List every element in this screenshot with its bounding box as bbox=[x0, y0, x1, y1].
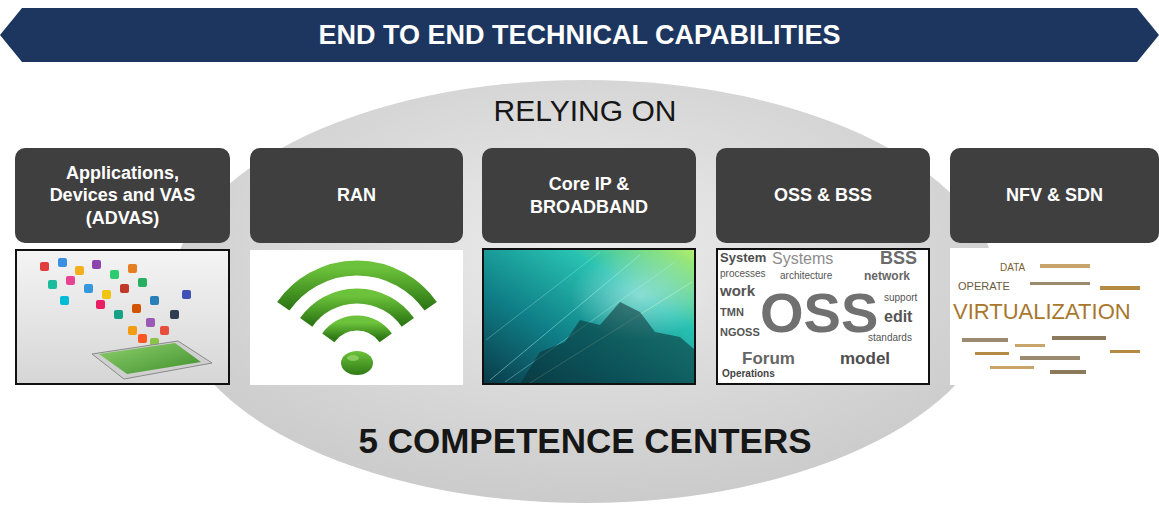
title-band: END TO END TECHNICAL CAPABILITIES bbox=[0, 8, 1159, 62]
center-name: NFV & SDN bbox=[1006, 184, 1103, 207]
word-cloud-word: architecture bbox=[780, 270, 832, 281]
competence-center-box: Applications, Devices and VAS (ADVAS) bbox=[15, 148, 230, 243]
word-cloud-word: support bbox=[884, 292, 917, 303]
band-title: END TO END TECHNICAL CAPABILITIES bbox=[318, 20, 840, 51]
word-cloud-word: Operations bbox=[722, 368, 775, 379]
center-name: RAN bbox=[337, 184, 376, 207]
word-cloud-word: processes bbox=[720, 268, 766, 279]
word-cloud-word: NGOSS bbox=[720, 326, 760, 338]
word-cloud-word: standards bbox=[868, 332, 912, 343]
word-cloud-word: Forum bbox=[742, 350, 795, 369]
word-cloud-word: work bbox=[720, 283, 755, 300]
center-name: OSS & BSS bbox=[774, 184, 872, 207]
word-cloud-word: OSS bbox=[760, 282, 878, 344]
word-cloud-word: OPERATE bbox=[958, 280, 1010, 292]
ellipse-caption: 5 COMPETENCE CENTERS bbox=[170, 421, 1000, 461]
word-cloud-word: Systems bbox=[772, 250, 833, 268]
competence-center-box: RAN bbox=[250, 148, 463, 243]
competence-center-box: Core IP & BROADBAND bbox=[482, 148, 696, 243]
apps-picture bbox=[16, 250, 229, 384]
word-cloud-word: BSS bbox=[880, 249, 917, 269]
virtualization-picture bbox=[950, 248, 1159, 385]
word-cloud-word: System bbox=[720, 251, 766, 265]
ellipse-heading: RELYING ON bbox=[170, 94, 1000, 128]
competence-center-box: OSS & BSS bbox=[716, 148, 930, 243]
center-name: Applications, Devices and VAS (ADVAS) bbox=[37, 162, 208, 230]
word-cloud-word: model bbox=[840, 350, 890, 369]
word-cloud-word: DATA bbox=[1000, 262, 1025, 273]
word-cloud-word: edit bbox=[884, 308, 912, 326]
center-name: Core IP & BROADBAND bbox=[504, 173, 674, 218]
word-cloud-word: VIRTUALIZATION bbox=[953, 300, 1131, 324]
wifi-symbol bbox=[250, 250, 463, 385]
fibre-picture bbox=[483, 249, 710, 384]
word-cloud-picture bbox=[717, 249, 929, 384]
word-cloud-word: TMN bbox=[720, 306, 744, 318]
competence-center-box: NFV & SDN bbox=[950, 148, 1159, 243]
